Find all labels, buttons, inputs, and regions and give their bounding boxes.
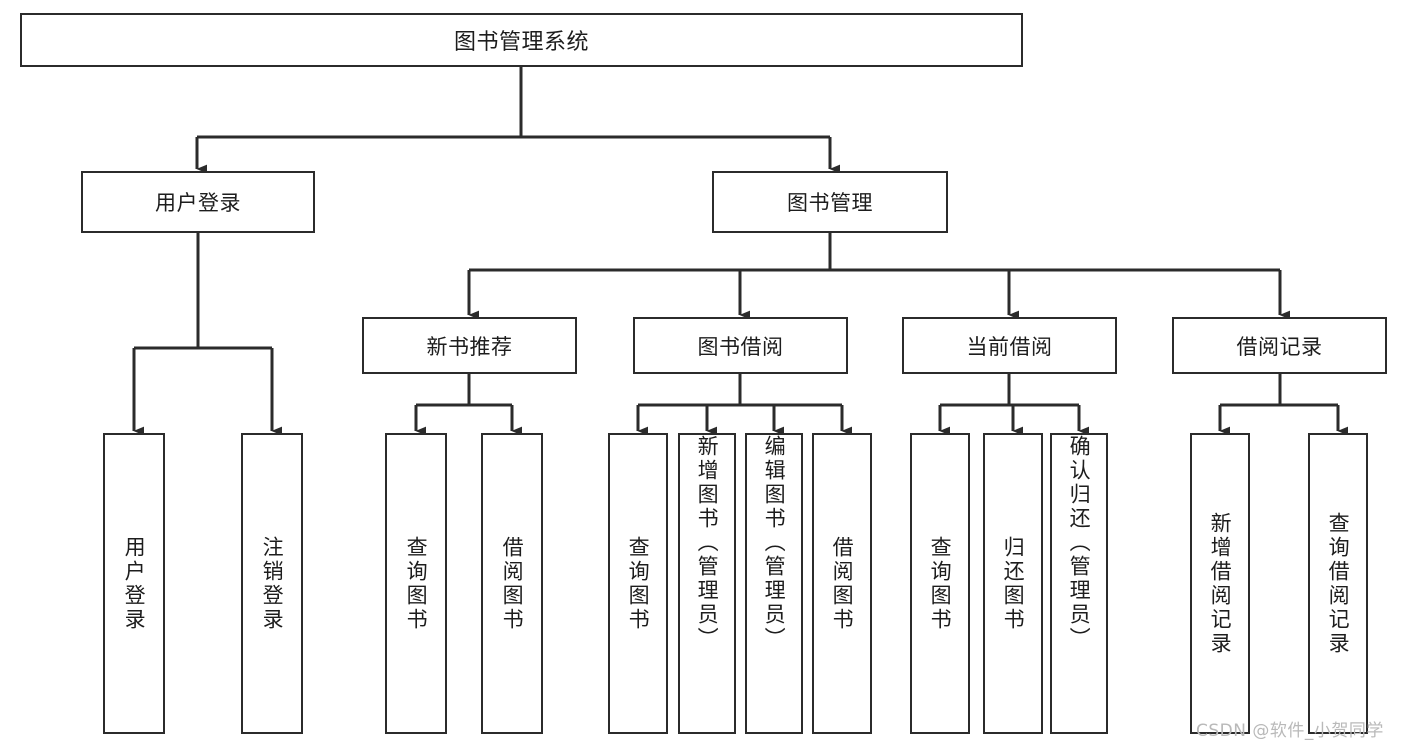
node-label: 当前借阅 (966, 334, 1053, 359)
node-label: 图书管理系统 (453, 30, 589, 55)
node-box-leaf-edit-book: 编辑图书（管理员） (745, 433, 803, 734)
connector-lines (132, 67, 1349, 436)
node-label: 查询图书 (928, 535, 953, 632)
node-box-leaf-add-record: 新增借阅记录 (1190, 433, 1250, 734)
node-box-new-book-recommend: 新书推荐 (362, 317, 577, 374)
node-box-leaf-user-login: 用户登录 (103, 433, 165, 734)
node-box-book-manage: 图书管理 (712, 171, 948, 233)
node-label: 借阅图书 (830, 535, 855, 632)
node-box-leaf-add-book: 新增图书（管理员） (678, 433, 736, 734)
node-label: 归还图书 (1001, 535, 1026, 632)
node-label: 用户登录 (122, 535, 147, 632)
node-box-leaf-query-book-3: 查询图书 (910, 433, 970, 734)
node-label: 借阅图书 (500, 535, 525, 632)
node-label: 查询图书 (626, 535, 651, 632)
node-label: 查询图书 (404, 535, 429, 632)
node-label: 用户登录 (155, 191, 241, 215)
node-box-leaf-return-book: 归还图书 (983, 433, 1043, 734)
node-label: 借阅记录 (1236, 334, 1323, 359)
node-label: 查询借阅记录 (1326, 511, 1351, 656)
node-box-leaf-query-book-2: 查询图书 (608, 433, 668, 734)
node-label: 注销登录 (260, 535, 285, 632)
node-box-borrow-record: 借阅记录 (1172, 317, 1387, 374)
node-label: 确认归还（管理员） (1067, 435, 1092, 651)
node-label: 图书借阅 (697, 334, 784, 359)
node-label: 新增图书（管理员） (695, 435, 720, 651)
node-label: 编辑图书（管理员） (762, 435, 787, 651)
node-box-leaf-confirm-return: 确认归还（管理员） (1050, 433, 1108, 734)
node-box-leaf-borrow-book-1: 借阅图书 (481, 433, 543, 734)
node-box-leaf-logout: 注销登录 (241, 433, 303, 734)
node-box-current-borrow: 当前借阅 (902, 317, 1117, 374)
node-box-leaf-query-record: 查询借阅记录 (1308, 433, 1368, 734)
node-box-book-borrow: 图书借阅 (633, 317, 848, 374)
node-label: 新增借阅记录 (1208, 511, 1233, 656)
node-label: 新书推荐 (426, 334, 513, 359)
node-label: 图书管理 (787, 191, 873, 215)
node-box-leaf-borrow-book-2: 借阅图书 (812, 433, 872, 734)
node-box-root: 图书管理系统 (20, 13, 1023, 67)
node-box-leaf-query-book-1: 查询图书 (385, 433, 447, 734)
node-box-user-login: 用户登录 (81, 171, 315, 233)
